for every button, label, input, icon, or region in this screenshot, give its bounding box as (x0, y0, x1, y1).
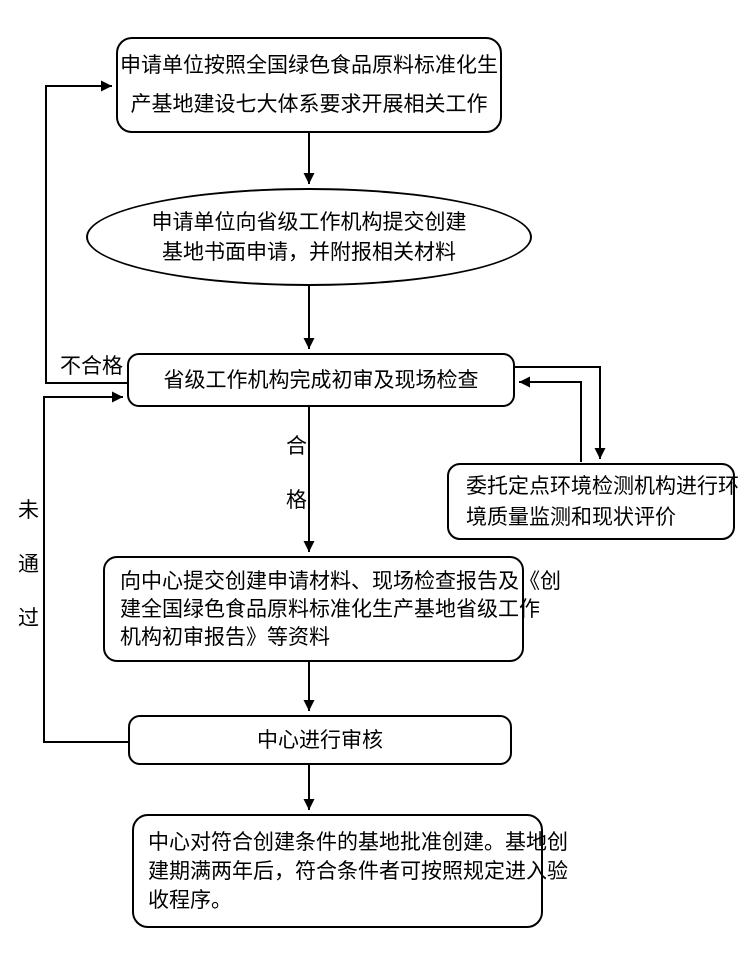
connector-not-passed-feedback (43, 391, 128, 743)
node-apply: 申请单位向省级工作机构提交创建 基地书面申请，并附报相关材料 (86, 188, 532, 286)
node-start-line1: 申请单位按照全国绿色食品原料标准化生 (120, 53, 498, 77)
label-qualified-char2: 格 (286, 488, 307, 512)
label-not-passed: 未 通 过 (18, 499, 39, 630)
label-not-passed-char2: 通 (18, 552, 39, 576)
node-submit-center-line3: 机构初审报告》等资料 (120, 625, 330, 649)
node-submit-center-line2: 建全国绿色食品原料标准化生产基地省级工作 (120, 597, 540, 621)
node-env-monitoring-line2: 境质量监测和现状评价 (466, 504, 676, 529)
node-approval-line3: 收程序。 (148, 887, 232, 912)
node-submit-center-line1: 向中心提交创建申请材料、现场检查报告及《创 (120, 569, 561, 593)
node-provincial-review-line1: 省级工作机构完成初审及现场检查 (163, 367, 479, 392)
node-apply-line2: 基地书面申请，并附报相关材料 (162, 240, 456, 264)
node-approval-line1: 中心对符合创建条件的基地批准创建。基地创 (148, 829, 568, 854)
node-center-audit-line1: 中心进行审核 (257, 727, 383, 752)
node-apply-line1: 申请单位向省级工作机构提交创建 (151, 210, 467, 234)
connector-env-to-provincial (519, 376, 582, 462)
label-unqualified: 不合格 (60, 354, 123, 378)
node-env-monitoring: 委托定点环境检测机构进行环 境质量监测和现状评价 (447, 463, 739, 540)
node-start-line2: 产基地建设七大体系要求开展相关工作 (130, 92, 488, 116)
label-qualified: 合 格 (286, 435, 307, 512)
node-center-audit: 中心进行审核 (128, 715, 512, 765)
label-not-passed-char1: 未 (18, 498, 39, 522)
connector-provincial-to-env (515, 366, 606, 459)
node-approval-line2: 建期满两年后，符合条件者可按照规定进入验 (148, 858, 568, 883)
node-submit-center: 向中心提交创建申请材料、现场检查报告及《创 建全国绿色食品原料标准化生产基地省级… (103, 556, 561, 662)
node-start: 申请单位按照全国绿色食品原料标准化生 产基地建设七大体系要求开展相关工作 (116, 37, 502, 133)
node-provincial-review: 省级工作机构完成初审及现场检查 (127, 353, 515, 407)
node-env-monitoring-line1: 委托定点环境检测机构进行环 (466, 473, 739, 498)
label-not-passed-char3: 过 (18, 606, 39, 630)
connector-unqualified-feedback (45, 80, 127, 384)
node-approval: 中心对符合创建条件的基地批准创建。基地创 建期满两年后，符合条件者可按照规定进入… (132, 814, 568, 928)
label-qualified-char1: 合 (286, 434, 307, 458)
